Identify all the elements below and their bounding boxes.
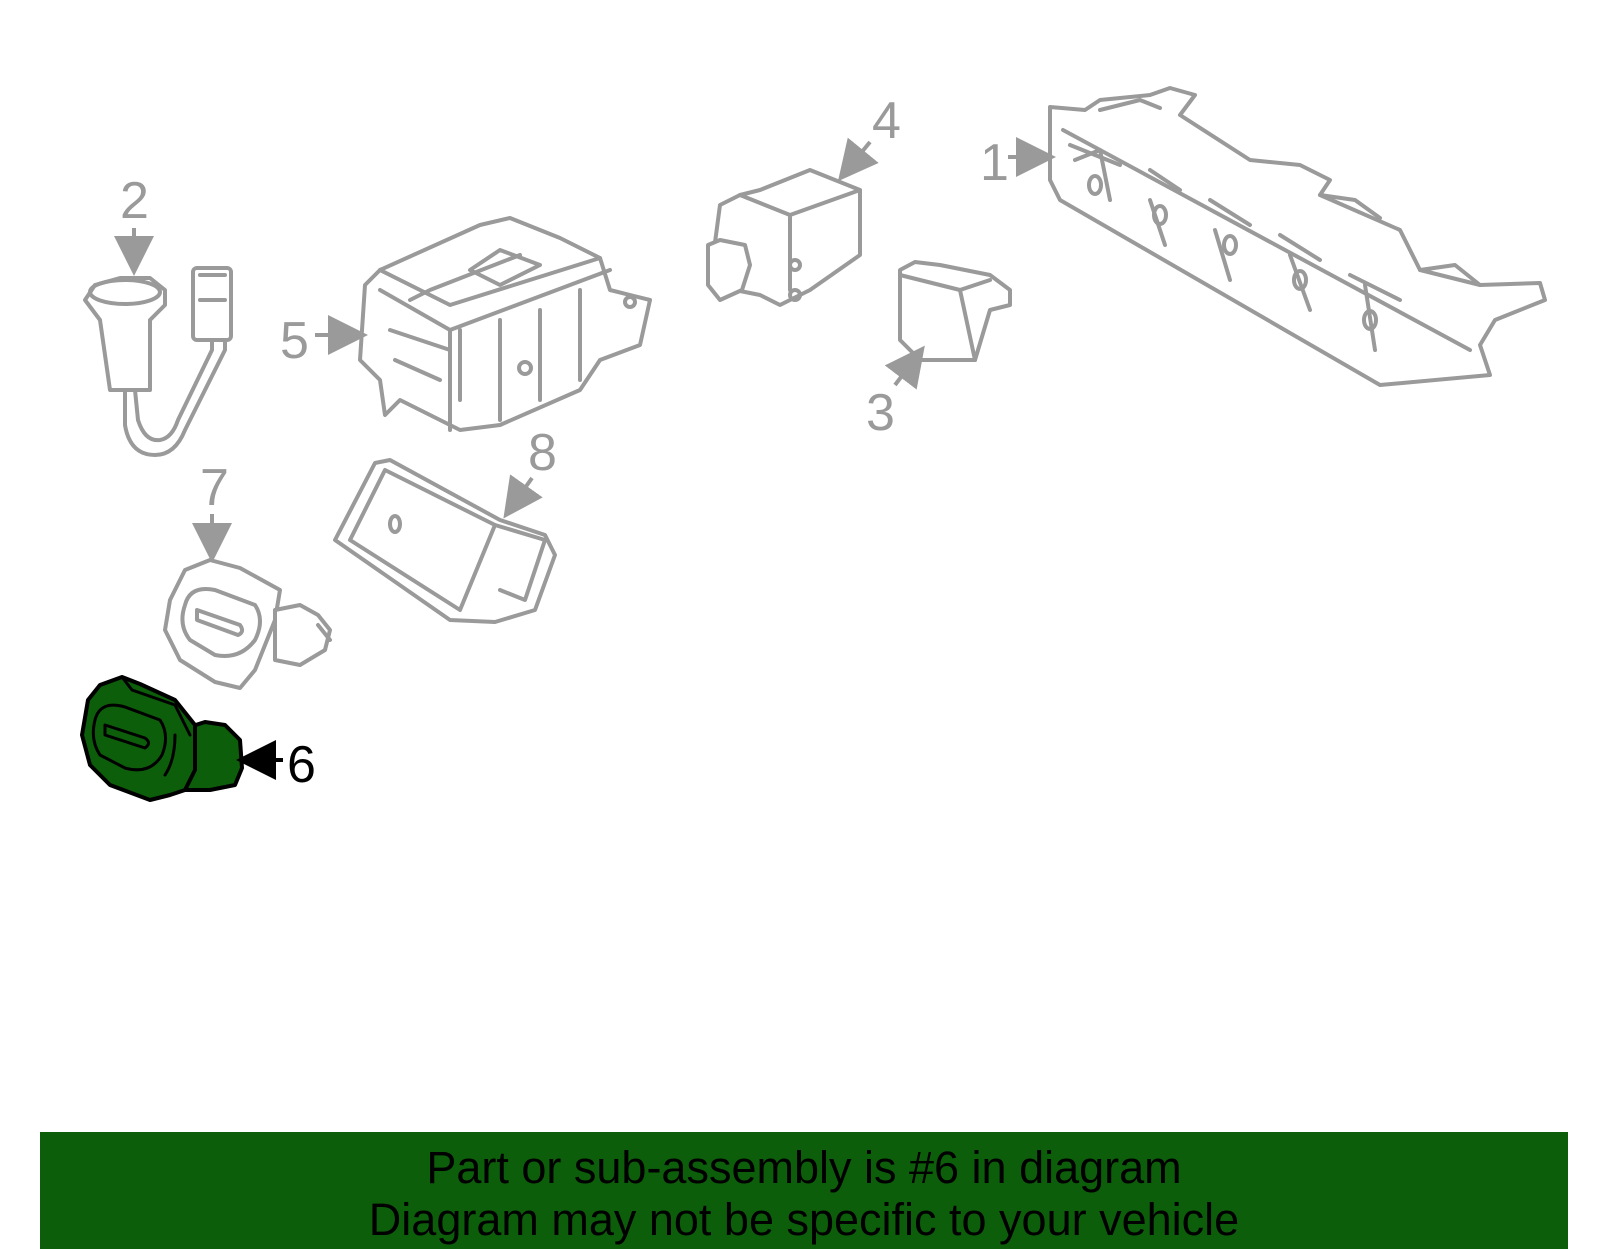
part-7-bezel-socket bbox=[163, 558, 332, 690]
arrow-8 bbox=[503, 474, 543, 519]
part-3-switch-knob bbox=[898, 260, 1012, 362]
arrow-3 bbox=[884, 345, 925, 390]
part-4-rotary-switch bbox=[706, 168, 862, 307]
callout-7: 7 bbox=[200, 459, 229, 517]
banner-line-2: Diagram may not be specific to your vehi… bbox=[368, 1194, 1240, 1245]
part-5-control-module bbox=[358, 216, 652, 432]
part-8-tray-bracket bbox=[333, 458, 557, 624]
callout-2: 2 bbox=[120, 172, 149, 230]
callout-1: 1 bbox=[980, 134, 1009, 192]
part-2-socket-with-wire bbox=[83, 266, 233, 457]
callout-6: 6 bbox=[287, 736, 316, 794]
callout-8: 8 bbox=[528, 424, 557, 482]
part-6-highlighted-socket bbox=[80, 675, 244, 802]
arrow-4 bbox=[837, 137, 879, 182]
callout-3: 3 bbox=[866, 384, 895, 442]
info-banner: Part or sub-assembly is #6 in diagram Di… bbox=[40, 1132, 1568, 1249]
callout-4: 4 bbox=[872, 92, 901, 150]
callout-5: 5 bbox=[280, 312, 309, 370]
banner-line-1: Part or sub-assembly is #6 in diagram bbox=[426, 1142, 1182, 1193]
part-1-switch-panel bbox=[1048, 86, 1547, 387]
